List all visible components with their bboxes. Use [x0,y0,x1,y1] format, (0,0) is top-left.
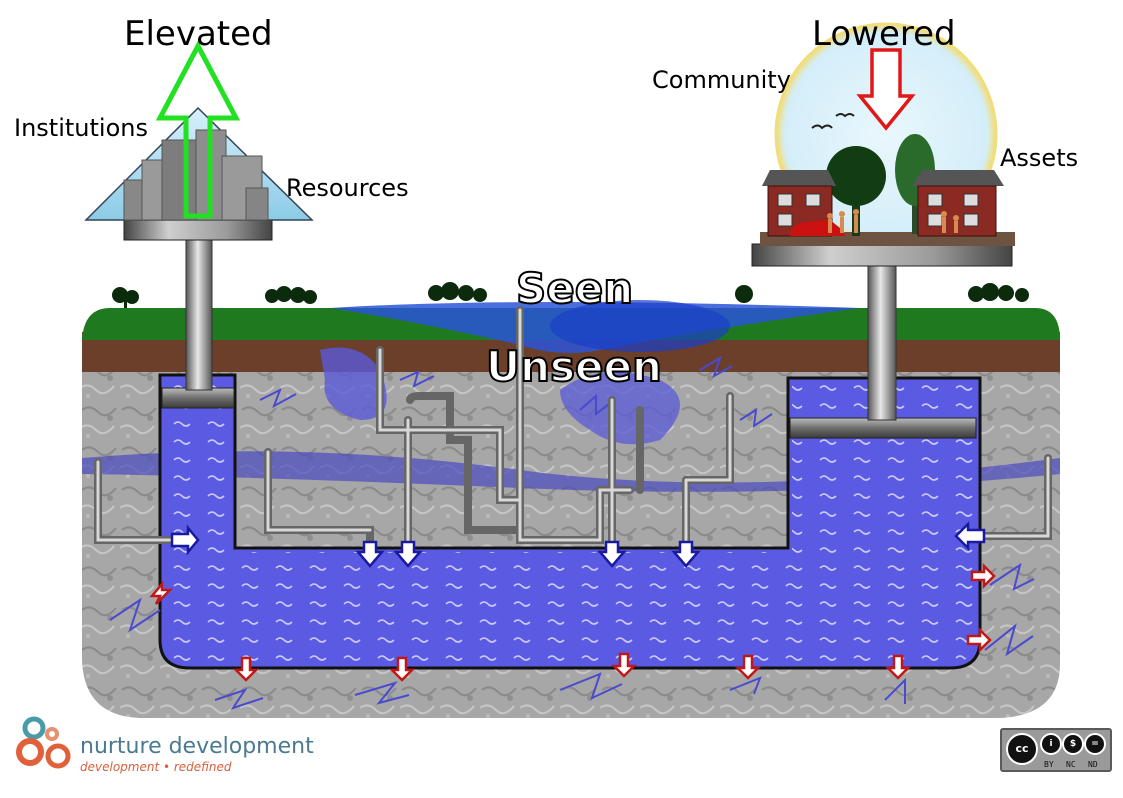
cc-license-badge[interactable]: cc i $ = BY NC ND [1000,728,1112,772]
surface-pond [550,300,730,352]
resources-label: Resources [286,174,409,202]
cc-nd: ND [1088,760,1098,769]
community-trees [826,134,935,236]
no-derivatives-icon: = [1084,733,1106,755]
community-label: Community [652,66,791,94]
logo-name: nurture development [80,734,314,759]
lowered-arrow-icon [856,48,916,131]
attribution-icon: i [1040,733,1062,755]
pipe-highlights [96,308,1050,547]
left-shaft [185,237,213,391]
logo-tagline: development • redefined [80,760,232,774]
crack-lines [109,355,1035,710]
non-commercial-icon: $ [1062,733,1084,755]
community-people [790,209,959,236]
seen-label: Seen [515,263,634,314]
cc-by: BY [1044,760,1054,769]
lowered-label: Lowered [812,14,956,54]
tree-cluster-icon [112,282,1029,308]
creative-commons-icon: cc [1006,733,1038,765]
elevated-arrow-icon [155,40,241,219]
institution-buildings [123,129,269,221]
inflow-arrow-icon [170,520,986,568]
seepage-blob [320,347,387,420]
assets-label: Assets [1000,144,1079,172]
water-waves [165,380,976,663]
community-platform [751,243,1013,267]
right-shaft [867,261,897,421]
institutions-platform [123,219,273,241]
cc-nc: NC [1066,760,1076,769]
seepage-blob [560,372,680,445]
unseen-label: Unseen [485,341,663,392]
institutions-label: Institutions [14,114,148,142]
community-houses [762,170,1004,237]
elevated-label: Elevated [124,14,273,54]
nurture-logo-icon [16,716,71,769]
left-piston-head [161,387,235,409]
bird-icon [811,124,833,130]
right-piston-head [789,417,977,439]
bird-icon [835,113,855,118]
leak-arrow-icon [149,562,996,682]
